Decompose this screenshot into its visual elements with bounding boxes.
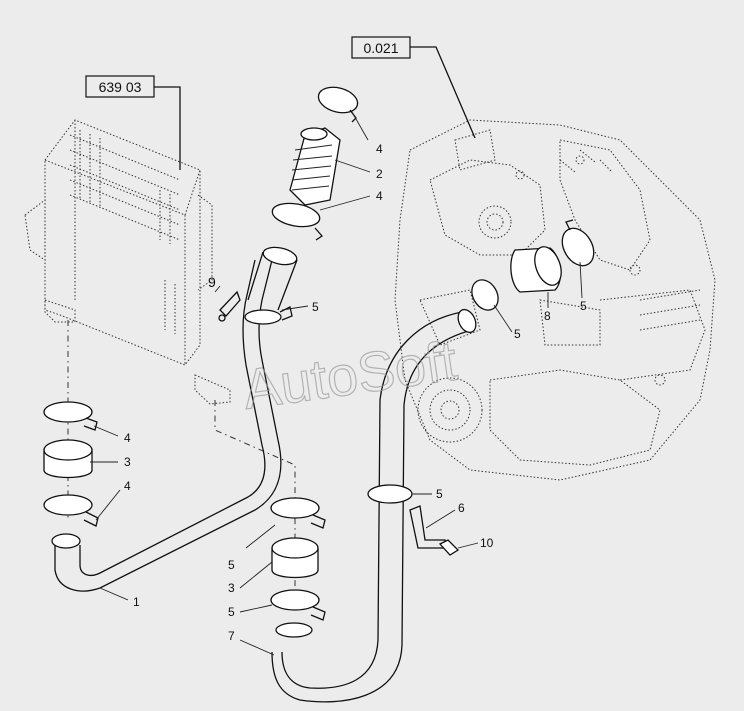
watermark: AutoSoft [239,329,461,421]
pipe-1[interactable] [51,245,298,592]
leader-lines [90,111,583,656]
callout-3-middle: 3 [228,581,235,595]
callout-5-f: 5 [580,299,587,313]
callout-5-e: 5 [514,327,521,341]
left-sleeve-group[interactable] [43,401,99,527]
callouts: 4 2 4 5 9 4 3 4 1 5 3 5 7 5 6 10 5 8 5 [124,142,587,643]
alignment-lines [67,320,296,600]
callout-7: 7 [228,629,235,643]
callout-5-d: 5 [436,487,443,501]
callout-5-b: 5 [228,558,235,572]
ref-label-left: 639 03 [99,79,142,95]
clamp-5-d[interactable] [367,484,413,504]
callout-4-mid: 4 [376,189,383,203]
ref-label-right: 0.021 [363,40,398,56]
engine [394,119,716,481]
callout-5-c: 5 [228,605,235,619]
callout-6: 6 [458,501,465,515]
callout-2: 2 [376,167,383,181]
intercooler [24,119,231,405]
hose-2[interactable] [270,83,360,241]
pipe-7[interactable] [271,307,479,703]
callout-4-top: 4 [376,142,383,156]
callout-3-left: 3 [124,455,131,469]
callout-5-a: 5 [312,300,319,314]
bracket-9[interactable] [219,290,241,317]
middle-sleeve-group[interactable] [270,497,326,638]
callout-4-left-bottom: 4 [124,479,131,493]
ref-box-left: 639 03 [85,75,181,170]
callout-8: 8 [544,309,551,323]
engine-connection[interactable] [467,219,601,315]
callout-4-left-top: 4 [124,431,131,445]
ref-box-right: 0.021 [351,36,476,139]
bracket-6[interactable] [409,505,446,549]
callout-1: 1 [133,595,140,609]
callout-9: 9 [208,274,216,290]
callout-10: 10 [480,536,494,550]
bolt-10[interactable] [438,539,460,556]
clamp-5-a[interactable] [244,309,282,325]
